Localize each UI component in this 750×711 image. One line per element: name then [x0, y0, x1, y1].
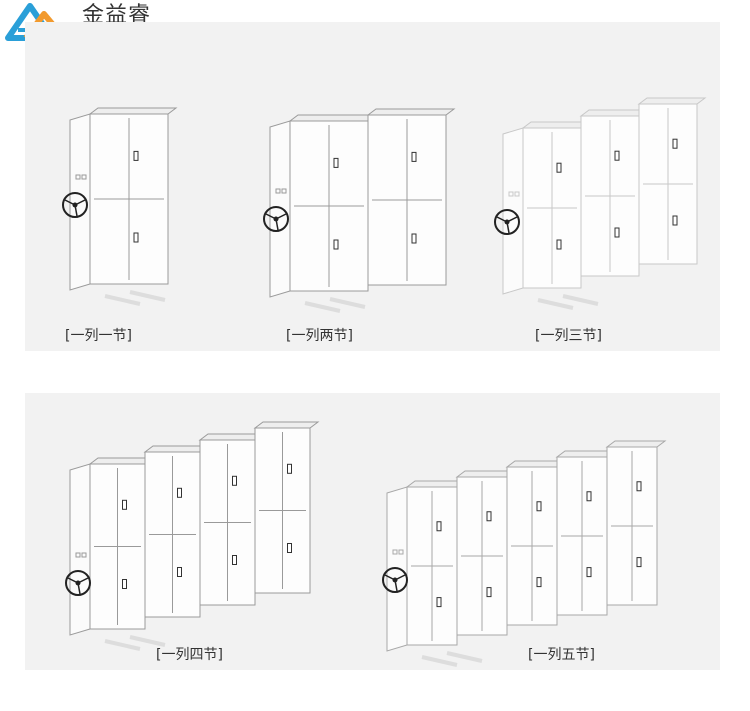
floor-rail [421, 655, 458, 667]
door-handle [672, 215, 678, 226]
door-handle [436, 597, 442, 608]
wheel-hub [504, 219, 510, 225]
cabinet-1-section [62, 107, 178, 306]
door-handle [672, 138, 678, 149]
control-button [398, 549, 404, 555]
door-handle [614, 150, 620, 161]
cabinet-top [637, 97, 707, 105]
door-handle [536, 577, 542, 588]
cabinet-top [505, 460, 567, 468]
door-handle [133, 232, 139, 243]
caption-item-4: [一列四节] [156, 647, 223, 663]
door-handle [586, 567, 592, 578]
floor-rail [129, 290, 166, 302]
door-handle [614, 227, 620, 238]
door-handle [232, 475, 237, 486]
caption-item-1: [一列一节] [65, 328, 132, 344]
door-handle [287, 463, 292, 474]
hand-wheel-icon [62, 192, 88, 218]
door-handle [411, 233, 417, 244]
end-panel [69, 463, 91, 636]
hand-wheel-icon [382, 567, 408, 593]
wheel-rim [65, 570, 91, 596]
door-handle [436, 521, 442, 532]
door-handle [333, 239, 339, 250]
cabinet-drawings-bottom [65, 421, 667, 667]
door-handle [486, 511, 492, 522]
door-handle [122, 579, 127, 589]
cabinet-3-section [494, 97, 707, 310]
door-handle [333, 157, 339, 168]
hand-wheel-icon [65, 570, 91, 596]
gallery-panel-bottom: [一列四节] [一列五节] [25, 393, 720, 670]
control-button [508, 191, 514, 197]
cabinet-top [253, 421, 320, 429]
wheel-rim [62, 192, 88, 218]
cabinet-top [455, 470, 517, 478]
floor-rail [104, 639, 141, 651]
wheel-hub [273, 216, 279, 222]
floor-rail [304, 301, 341, 313]
control-button [75, 552, 81, 558]
floor-rail [129, 635, 166, 647]
control-button [514, 191, 520, 197]
cabinet-top [405, 480, 467, 488]
cabinet-top [555, 450, 617, 458]
floor-rail [446, 651, 483, 663]
caption-item-5: [一列五节] [528, 647, 595, 663]
door-handle [536, 501, 542, 512]
cabinet-top [288, 114, 378, 122]
hand-wheel-icon [263, 206, 289, 232]
door-handle [177, 487, 182, 498]
door-handle [586, 491, 592, 502]
door-handle [486, 587, 492, 598]
wheel-rim [494, 209, 520, 235]
cabinet-top [366, 108, 456, 116]
wheel-hub [72, 202, 78, 208]
gallery-panel-top: [一列一节] [一列两节] [一列三节] [25, 22, 720, 351]
end-panel [269, 120, 291, 298]
cabinet-top [605, 440, 667, 448]
cabinet-drawings-top [62, 97, 707, 313]
cabinet-top [521, 121, 591, 129]
door-handle [636, 481, 642, 492]
control-button [81, 552, 87, 558]
cabinet-top [88, 107, 178, 115]
door-handle [556, 162, 562, 173]
cabinet-top [88, 457, 155, 465]
control-button [281, 188, 287, 194]
door-handle [232, 555, 237, 565]
cabinet-5-section [382, 440, 667, 667]
cabinet-top [198, 433, 265, 441]
cabinet-top [579, 109, 649, 117]
wheel-hub [75, 580, 81, 586]
floor-rail [537, 298, 574, 310]
door-handle [556, 239, 562, 250]
control-button [392, 549, 398, 555]
floor-rail [562, 294, 599, 306]
caption-item-2: [一列两节] [286, 328, 353, 344]
door-handle [133, 150, 139, 161]
cabinet-top [143, 445, 210, 453]
hand-wheel-icon [494, 209, 520, 235]
control-button [275, 188, 281, 194]
cabinet-2-section [263, 108, 456, 313]
door-handle [122, 499, 127, 510]
door-handle [411, 151, 417, 162]
control-button [81, 174, 87, 180]
wheel-hub [392, 577, 398, 583]
control-button [75, 174, 81, 180]
door-handle [287, 543, 292, 553]
caption-item-3: [一列三节] [535, 328, 602, 344]
floor-rail [104, 294, 141, 306]
wheel-rim [382, 567, 408, 593]
cabinet-4-section [65, 421, 320, 651]
floor-rail [329, 297, 366, 309]
door-handle [177, 567, 182, 577]
door-handle [636, 557, 642, 568]
wheel-rim [263, 206, 289, 232]
